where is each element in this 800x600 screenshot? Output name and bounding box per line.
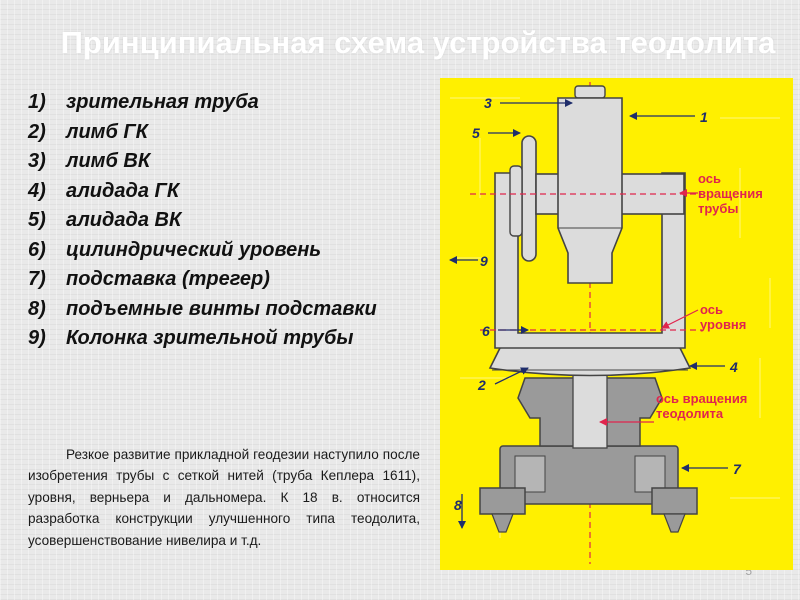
list-text: цилиндрический уровень	[66, 238, 322, 261]
list-text: алидада ВК	[66, 209, 182, 231]
history-paragraph: Резкое развитие прикладной геодезии наст…	[28, 447, 420, 548]
theodolite-diagram-svg: 1 2 3 4 5 6 7 8 9 ось вращения трубы ось…	[440, 78, 793, 570]
callout-9: 9	[480, 253, 488, 269]
list-item: 4) алидада ГК	[28, 177, 428, 207]
list-item: 2) лимб ГК	[28, 118, 428, 148]
axis-theodolite-line-1: ось вращения	[656, 391, 747, 406]
list-item: 7) подставка (трегер)	[28, 265, 428, 295]
callout-6: 6	[482, 323, 490, 339]
telescope	[557, 85, 623, 284]
slide-title: Принципиальная схема устройства теодолит…	[60, 26, 776, 60]
axis-tube-label: ось вращения трубы	[698, 171, 766, 216]
list-text: алидада ГК	[66, 179, 180, 202]
callout-1: 1	[700, 109, 708, 125]
callout-3: 3	[484, 95, 492, 111]
page-number: 5	[745, 564, 752, 578]
axis-theodolite-label: ось вращения теодолита	[656, 391, 751, 421]
axis-tube-line-2: вращения	[698, 186, 763, 201]
list-text: зрительная труба	[66, 91, 259, 113]
axis-level-line-1: ось	[700, 302, 723, 317]
list-item: 9) Колонка зрительной трубы	[28, 324, 428, 354]
list-item: 8) подъемные винты подставки	[28, 295, 428, 325]
list-text: лимб ГК	[66, 120, 148, 143]
levelling-screws	[491, 513, 686, 533]
callout-7: 7	[733, 461, 742, 477]
parts-list: 1) зрительная труба 2) лимб ГК 3) лимб ВК 4…	[28, 88, 428, 354]
theodolite-diagram: 1 2 3 4 5 6 7 8 9 ось вращения трубы ось…	[440, 78, 793, 570]
list-number: 4)	[28, 179, 46, 202]
list-number: 6)	[28, 238, 46, 261]
list-item: 6) цилиндрический уровень	[28, 236, 428, 266]
list-number: 5)	[28, 209, 46, 231]
axis-level-line-2: уровня	[700, 317, 746, 332]
callout-5: 5	[472, 125, 480, 141]
list-number: 1)	[28, 91, 46, 113]
list-item: 3) лимб ВК	[28, 147, 428, 177]
axis-tube-line-1: ось	[698, 171, 721, 186]
axis-theodolite-line-2: теодолита	[656, 406, 724, 421]
callout-8: 8	[454, 497, 462, 513]
list-item: 5) алидада ВК	[28, 206, 428, 236]
list-number: 9)	[28, 327, 46, 349]
axis-level-label: ось уровня	[700, 302, 746, 332]
list-item: 1) зрительная труба	[28, 88, 428, 118]
callout-2: 2	[477, 377, 486, 393]
list-text: лимб ВК	[66, 150, 151, 172]
list-text: подставка (трегер)	[66, 268, 270, 290]
list-number: 7)	[28, 268, 46, 290]
list-number: 2)	[28, 120, 46, 143]
list-text: Колонка зрительной трубы	[66, 327, 354, 349]
list-number: 3)	[28, 150, 46, 172]
axis-arrows	[599, 189, 699, 426]
list-number: 8)	[28, 297, 46, 320]
callout-arrows	[449, 99, 728, 529]
vertical-circle	[509, 135, 537, 262]
list-text: подъемные винты подставки	[66, 297, 377, 320]
tribrach	[479, 445, 698, 515]
axis-tube-line-3: трубы	[698, 201, 739, 216]
callout-4: 4	[729, 359, 738, 375]
